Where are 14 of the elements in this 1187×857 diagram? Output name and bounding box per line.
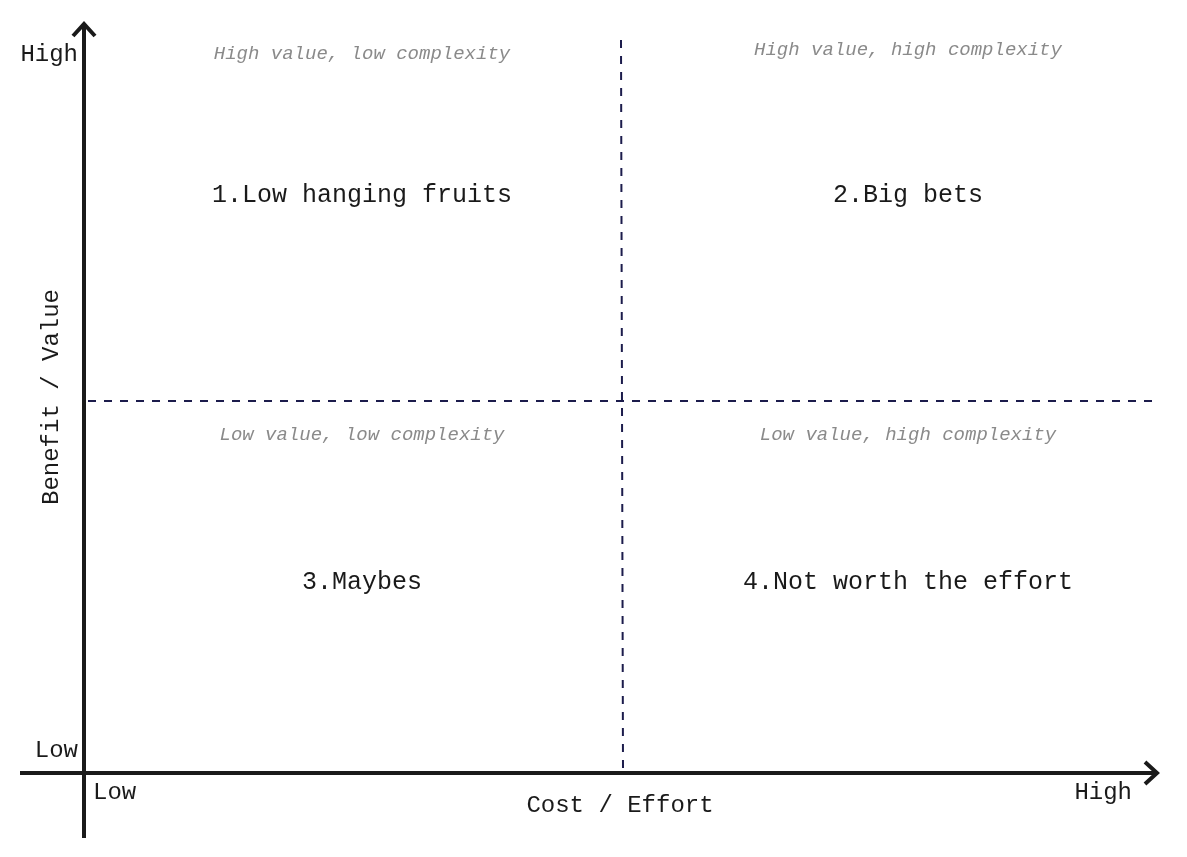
quadrant-title: 4.Not worth the effort [742, 568, 1074, 598]
axis-end-label: High [1074, 779, 1132, 807]
quadrant-subtitle: High value, low complexity [213, 44, 511, 66]
quadrant-subtitle: Low value, high complexity [759, 425, 1057, 447]
quadrant-title: 2.Big bets [833, 181, 983, 211]
quadrant-title: 3.Maybes [302, 568, 422, 598]
quadrant-title: 1.Low hanging fruits [211, 181, 513, 211]
quadrant-subtitle: High value, high complexity [754, 40, 1062, 62]
axis-title: Benefit / Value [38, 289, 66, 505]
axis-end-label: Low [34, 737, 78, 765]
axis-title: Cost / Effort [526, 792, 714, 820]
quadrant-subtitle: Low value, low complexity [219, 425, 505, 447]
axis-end-label: High [20, 41, 78, 69]
axis-end-label: Low [93, 779, 137, 807]
